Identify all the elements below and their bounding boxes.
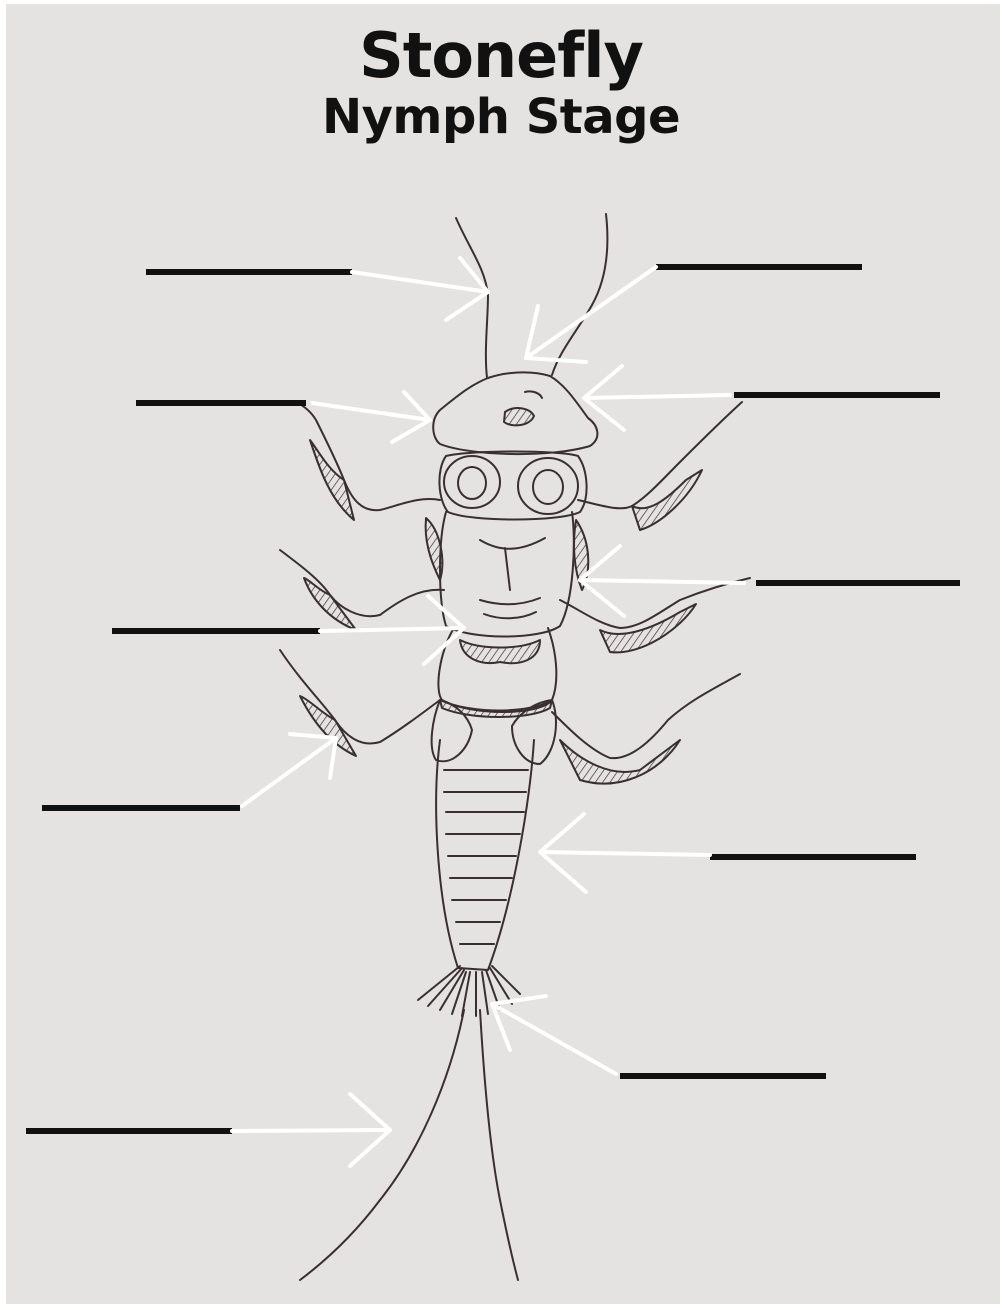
mesothorax-marking: [480, 538, 545, 618]
right-cercus: [480, 1010, 518, 1280]
head-marking: [504, 408, 534, 425]
abdomen-segments: [444, 770, 528, 944]
hind-leg-right-fringe: [560, 740, 680, 784]
left-cercus: [300, 1010, 464, 1280]
label-blanks: [26, 267, 960, 1131]
head-marking-2: [525, 391, 542, 398]
tail-gill-tufts: [418, 966, 520, 1016]
arrow-leg: [242, 734, 336, 806]
left-antenna: [456, 218, 488, 378]
middle-leg-right-fringe: [600, 604, 696, 652]
mesothorax-hatch-left: [426, 518, 443, 580]
left-eye-inner: [458, 467, 486, 499]
arrow-thorax: [580, 546, 744, 616]
right-eye: [518, 458, 578, 514]
hind-leg-right: [552, 674, 740, 758]
arrow-antenna-base: [526, 267, 656, 362]
right-antenna: [552, 214, 607, 375]
middle-leg-left: [280, 550, 444, 616]
stonefly-sketch: [280, 214, 750, 1280]
middle-leg-left-fringe: [304, 578, 356, 630]
arrow-tail: [232, 1094, 390, 1166]
arrow-head: [312, 392, 430, 442]
front-leg-right-fringe: [632, 470, 702, 530]
hind-leg-left: [280, 650, 440, 743]
right-eye-inner: [533, 470, 563, 504]
arrow-abdomen: [540, 814, 710, 892]
arrow-eye: [584, 366, 730, 430]
front-leg-right: [578, 402, 742, 508]
hind-leg-left-fringe: [300, 696, 356, 756]
wing-pad-band: [440, 700, 552, 717]
arrow-tail-gills: [492, 996, 616, 1074]
arrow-antenna: [352, 258, 488, 320]
left-eye: [444, 456, 500, 508]
metathorax-marking: [460, 640, 540, 663]
